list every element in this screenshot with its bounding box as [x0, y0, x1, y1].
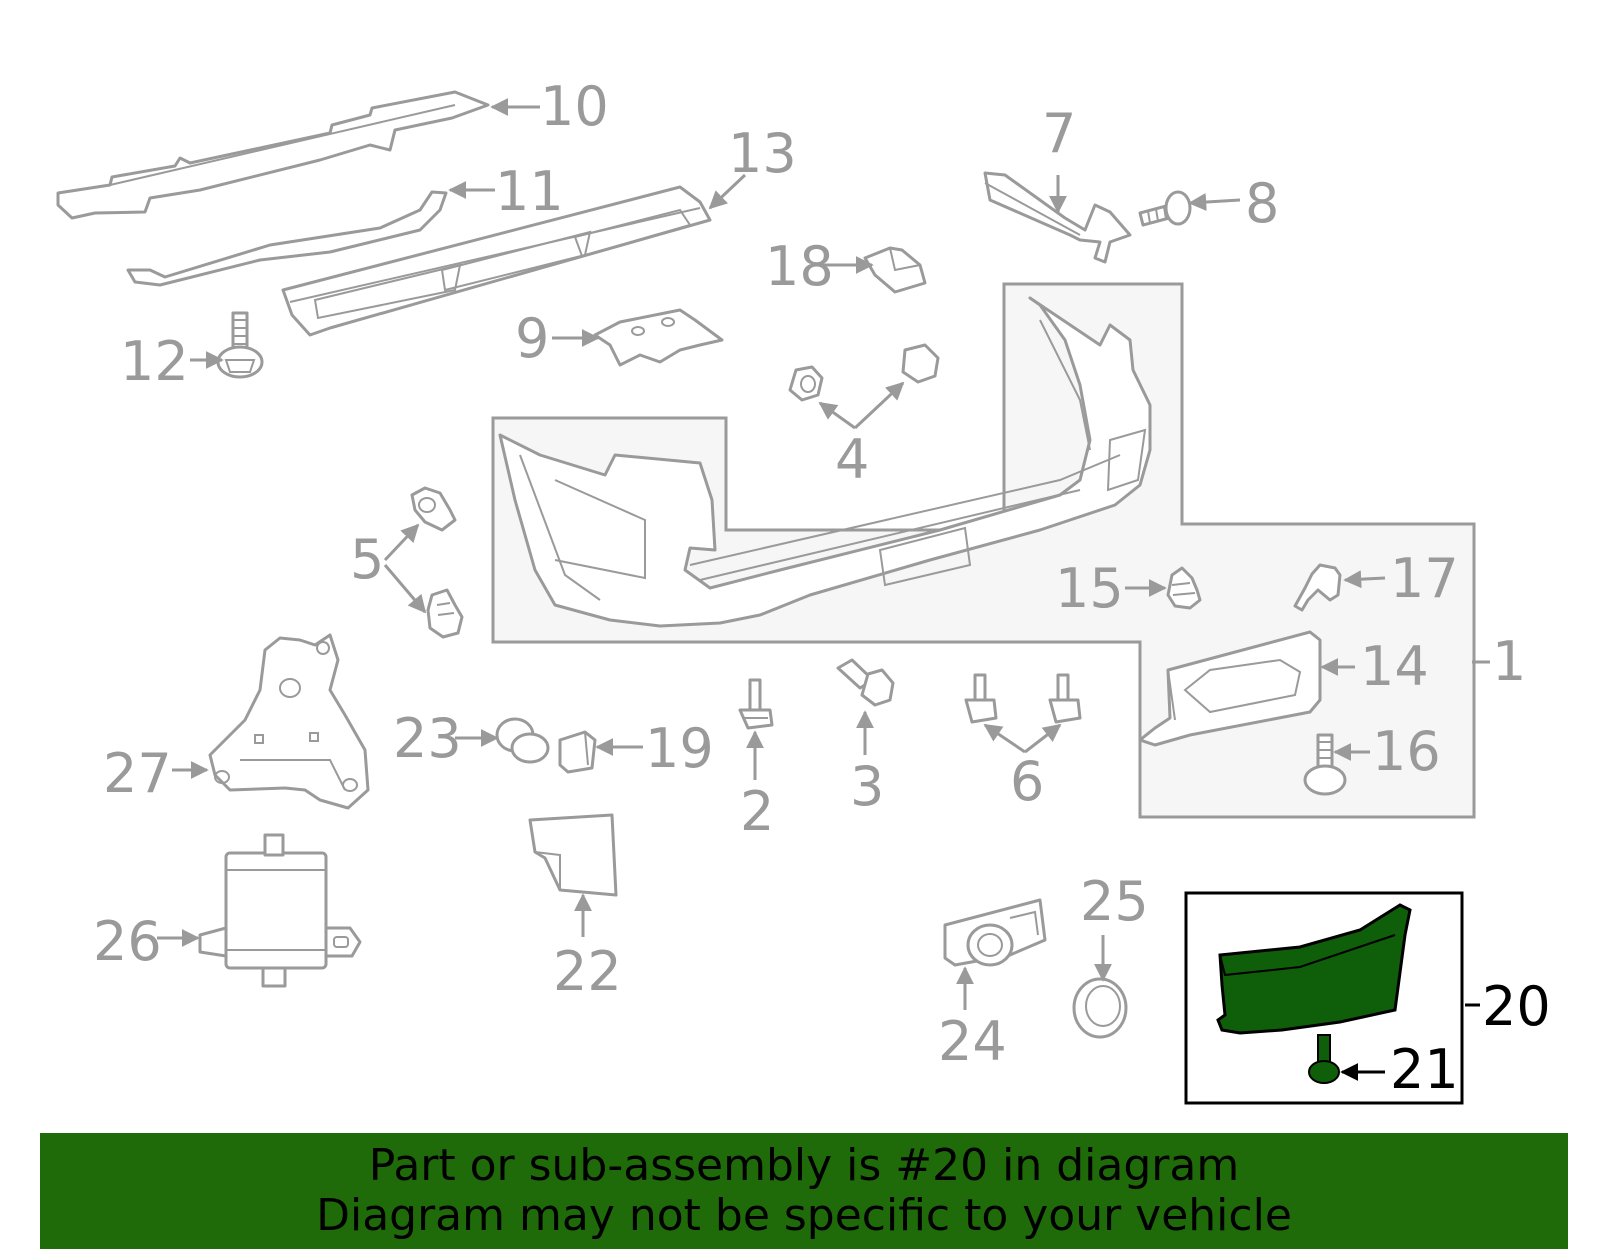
part-5-clips[interactable]	[410, 486, 464, 639]
part-27-bracket[interactable]	[208, 633, 370, 810]
callout-19: 19	[645, 717, 714, 780]
callout-21: 21	[1390, 1038, 1459, 1101]
part-12-bolt[interactable]	[216, 311, 264, 379]
callout-26: 26	[93, 910, 162, 973]
callout-25: 25	[1080, 870, 1149, 933]
callout-16: 16	[1372, 720, 1441, 783]
banner-line-1: Part or sub-assembly is #20 in diagram	[368, 1140, 1240, 1191]
part-9-bracket[interactable]	[593, 308, 724, 367]
callout-1: 1	[1492, 630, 1526, 693]
callout-23: 23	[393, 707, 462, 770]
callout-20: 20	[1482, 975, 1551, 1038]
callout-9: 9	[515, 307, 549, 370]
part-18-bracket[interactable]	[863, 246, 927, 294]
callout-3: 3	[850, 755, 884, 818]
callout-11: 11	[495, 160, 564, 223]
part-22-plate[interactable]	[528, 813, 618, 897]
part-6-clips[interactable]	[964, 673, 1082, 724]
callout-5: 5	[350, 528, 384, 591]
callout-10: 10	[540, 75, 609, 138]
part-4-nuts[interactable]	[788, 343, 940, 402]
part-15-clip[interactable]	[1166, 566, 1202, 610]
callout-7: 7	[1042, 102, 1076, 165]
part-10-reinforcement[interactable]	[56, 90, 490, 220]
callout-2: 2	[740, 780, 774, 843]
callout-27: 27	[103, 742, 172, 805]
part-14-trim[interactable]	[1138, 630, 1322, 747]
part-16-bolt[interactable]	[1303, 733, 1347, 796]
part-19-nut[interactable]	[558, 730, 597, 774]
part-24-sensor[interactable]	[943, 898, 1047, 967]
part-1-bumper-cover[interactable]	[498, 296, 1152, 628]
callout-13: 13	[728, 122, 797, 185]
part-20-license-plate-bracket[interactable]	[1216, 903, 1412, 1035]
callout-24: 24	[938, 1010, 1007, 1073]
part-13-absorber[interactable]	[281, 185, 712, 337]
callout-12: 12	[120, 330, 189, 393]
part-23-grommet[interactable]	[495, 717, 550, 764]
part-8-bolt[interactable]	[1138, 190, 1192, 227]
part-3-bolt[interactable]	[836, 658, 895, 707]
part-11-strip[interactable]	[126, 190, 448, 287]
callout-14: 14	[1360, 635, 1429, 698]
callout-18: 18	[765, 235, 834, 298]
callout-22: 22	[553, 940, 622, 1003]
part-17-clip[interactable]	[1293, 563, 1342, 612]
part-25-bezel[interactable]	[1072, 977, 1128, 1039]
part-26-module[interactable]	[198, 833, 362, 988]
banner-line-2: Diagram may not be specific to your vehi…	[316, 1190, 1292, 1241]
part-7-support[interactable]	[983, 171, 1132, 264]
callout-15: 15	[1055, 557, 1124, 620]
part-21-bolt[interactable]	[1308, 1034, 1340, 1084]
callout-8: 8	[1245, 172, 1279, 235]
callout-17: 17	[1390, 547, 1459, 610]
callout-4: 4	[835, 428, 869, 491]
info-banner: Part or sub-assembly is #20 in diagram D…	[40, 1133, 1568, 1249]
callout-6: 6	[1010, 750, 1044, 813]
part-2-clip[interactable]	[738, 678, 774, 730]
